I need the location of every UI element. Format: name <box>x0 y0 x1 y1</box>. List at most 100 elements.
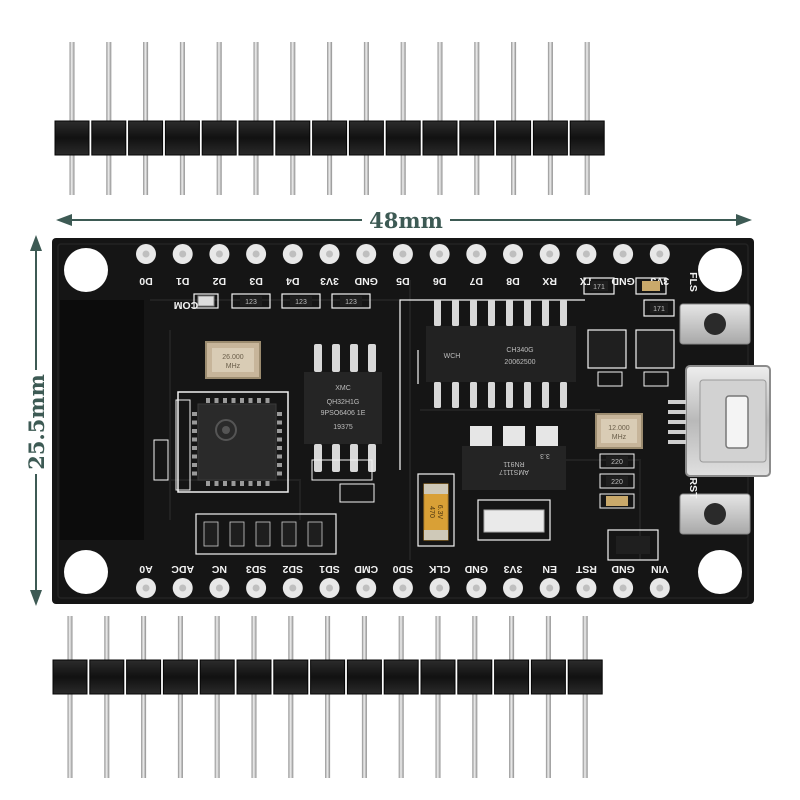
header-pin <box>251 616 257 778</box>
header-block <box>312 120 348 156</box>
header-block <box>273 659 309 695</box>
pin-label-bottom: NC <box>211 563 227 575</box>
pin-label-top: D7 <box>469 275 483 287</box>
pin-label-top: GND <box>354 275 378 287</box>
pin-label-bottom: GND <box>611 563 635 575</box>
header-block <box>420 659 456 695</box>
header-pin <box>545 616 551 778</box>
header-pin <box>400 42 406 195</box>
cap-voltage: 6.3V <box>436 505 443 520</box>
height-label: 25.5mm <box>24 374 49 470</box>
header-block <box>496 120 532 156</box>
header-pin <box>474 42 480 195</box>
resistor-label: 171 <box>593 284 605 291</box>
header-block <box>383 659 419 695</box>
header-pin <box>141 616 147 778</box>
header-block <box>567 659 603 695</box>
header-block <box>201 120 237 156</box>
header-pin <box>361 616 367 778</box>
resistor-label: 220 <box>611 479 623 486</box>
header-block <box>128 120 164 156</box>
pin-label-top: RX <box>542 275 557 287</box>
pin-label-top: D5 <box>396 275 410 287</box>
resistor-row-top: 123 123 123 <box>231 293 371 309</box>
antenna-area <box>60 300 144 540</box>
header-block <box>164 120 200 156</box>
crystal-usb: 12.000 MHz <box>595 413 643 449</box>
mounting-hole-top-right <box>698 248 742 292</box>
header-block <box>422 120 458 156</box>
pin-label-bottom: GND <box>464 563 488 575</box>
pin-label-bottom: SD0 <box>393 563 414 575</box>
pin-label-bottom: SD3 <box>246 563 267 575</box>
header-block <box>348 120 384 156</box>
header-pin <box>106 42 112 195</box>
header-pin <box>398 616 404 778</box>
pin-label-top: D6 <box>433 275 447 287</box>
pin-label-top: D8 <box>506 275 520 287</box>
header-pin <box>216 42 222 195</box>
header-block <box>346 659 382 695</box>
width-dimension: 48mm <box>56 206 752 234</box>
flash-button-label: FLS <box>687 272 699 292</box>
pin-label-bottom: CMD <box>354 563 378 575</box>
pin-label-bottom: RST <box>575 563 597 575</box>
header-block <box>385 120 421 156</box>
voltage-regulator: RN911 AMS1117 3.3 <box>462 426 566 541</box>
pin-label-top: D3 <box>249 275 263 287</box>
pin-label-top: 3V3 <box>320 275 339 287</box>
header-pin <box>435 616 441 778</box>
regulator-voltage: 3.3 <box>540 452 550 459</box>
header-block <box>238 120 274 156</box>
header-pin <box>290 42 296 195</box>
header-block <box>199 659 235 695</box>
header-block <box>126 659 162 695</box>
header-block <box>89 659 125 695</box>
pin-label-top: D2 <box>213 275 227 287</box>
mounting-hole-bottom-left <box>64 550 108 594</box>
header-block <box>457 659 493 695</box>
reset-button[interactable]: RST <box>679 478 751 535</box>
usb-chip-code: 20062500 <box>504 359 535 366</box>
header-pin <box>179 42 185 195</box>
header-pin <box>509 616 515 778</box>
header-pin <box>363 42 369 195</box>
tantalum-capacitor: 6.3V 470 <box>423 483 449 541</box>
header-block <box>275 120 311 156</box>
header-pin <box>69 42 75 195</box>
pin-label-bottom: ADC <box>171 563 194 575</box>
resistor-label: 123 <box>245 299 257 306</box>
header-pin <box>177 616 183 778</box>
pin-label-bottom: EN <box>542 563 557 575</box>
pin-label-top: D1 <box>176 275 190 287</box>
flash-part: QH32H1G <box>327 399 360 406</box>
crystal-main-unit: MHz <box>226 363 241 370</box>
cap-value: 470 <box>428 506 435 518</box>
flash-brand: XMC <box>335 385 351 392</box>
pin-header-bottom <box>52 616 603 778</box>
flash-date: 19375 <box>333 424 353 431</box>
passives-bottom-left <box>153 399 375 555</box>
pin-label-bottom: VIN <box>651 563 669 575</box>
header-pin <box>288 616 294 778</box>
passives-right: 171 171 220 220 <box>583 277 675 561</box>
flash-code: 9PSO6406 1E <box>321 410 366 417</box>
pin-label-bottom: A0 <box>139 563 153 575</box>
header-block <box>52 659 88 695</box>
esp8266-chip <box>177 391 289 493</box>
header-block <box>91 120 127 156</box>
header-block <box>236 659 272 695</box>
pin-label-bottom: SD2 <box>282 563 303 575</box>
header-pin <box>143 42 149 195</box>
header-block <box>162 659 198 695</box>
flash-button[interactable]: FLS <box>679 272 751 345</box>
header-pin <box>472 616 478 778</box>
pin-header-top <box>54 42 605 195</box>
mounting-hole-bottom-right <box>698 550 742 594</box>
header-pin <box>582 616 588 778</box>
header-pin <box>214 616 220 778</box>
usb-serial-chip: WCH CH340G 20062500 <box>426 300 576 408</box>
header-pin <box>253 42 259 195</box>
micro-usb-connector[interactable] <box>668 365 771 477</box>
